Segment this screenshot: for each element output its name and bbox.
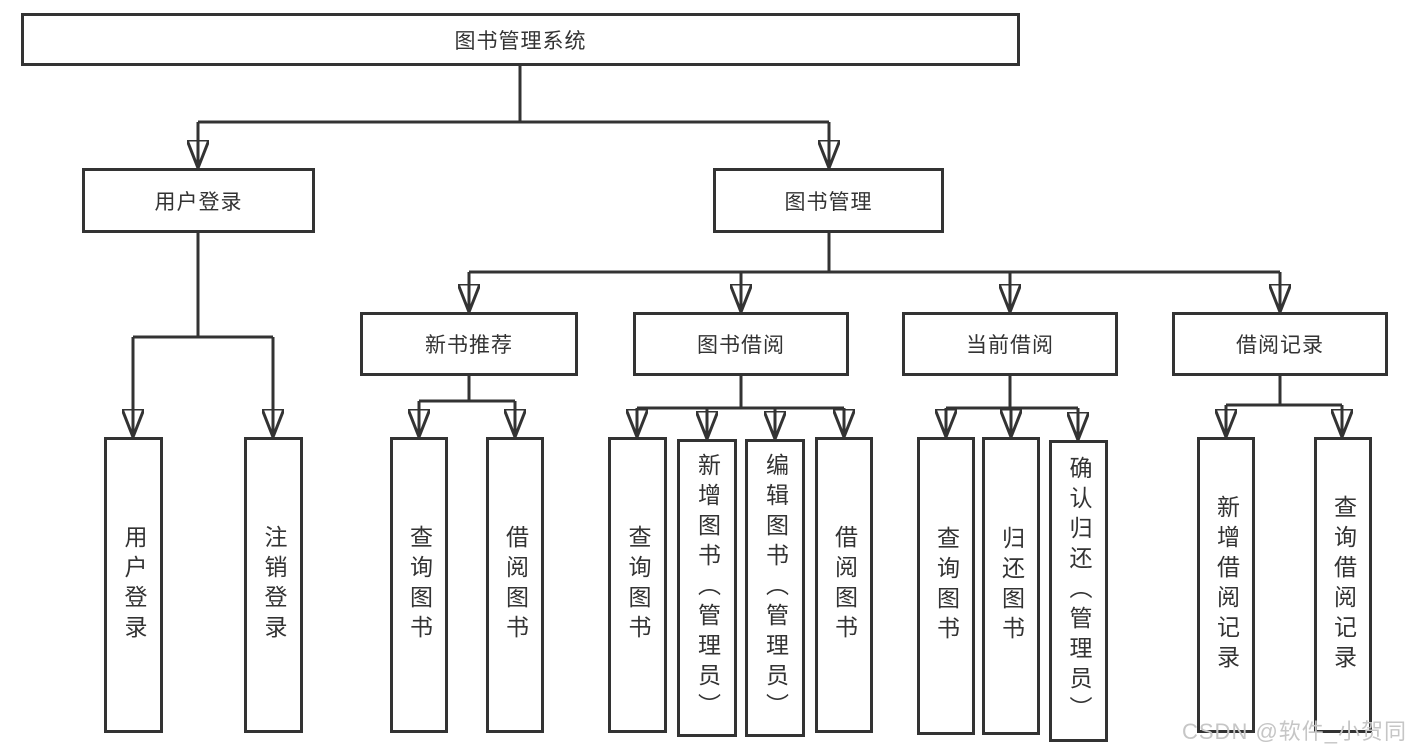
node-book-management: 图书管理 [713,168,944,233]
leaf-return-books: 归还图书 [982,437,1040,735]
leaf-confirm-return-admin: 确认归还（管理员） [1049,440,1108,742]
csdn-watermark: CSDN @软件_小贺同学 [1182,719,1405,744]
connector-book-management [469,233,1280,311]
leaf-edit-book-admin: 编辑图书（管理员） [745,439,805,737]
leaf-query-books-current: 查询图书 [917,437,975,735]
leaf-query-books-recommend: 查询图书 [390,437,448,733]
connector-root [198,66,829,167]
leaf-add-book-admin: 新增图书（管理员） [677,439,737,737]
connector-current-borrowing [946,376,1078,439]
node-book-borrowing: 图书借阅 [633,312,849,376]
leaf-query-books-borrowing: 查询图书 [608,437,667,733]
node-new-book-recommend: 新书推荐 [360,312,578,376]
leaf-borrow-books-recommend: 借阅图书 [486,437,544,733]
connector-new-book-recommend [419,376,515,436]
connector-book-borrowing [637,376,844,438]
connector-borrow-records [1226,376,1342,436]
leaf-borrow-books-borrowing: 借阅图书 [815,437,873,733]
leaf-user-login: 用户登录 [104,437,163,733]
node-borrow-records: 借阅记录 [1172,312,1388,376]
node-user-login-group: 用户登录 [82,168,315,233]
leaf-logout: 注销登录 [244,437,303,733]
node-current-borrowing: 当前借阅 [902,312,1118,376]
leaf-query-borrow-record: 查询借阅记录 [1314,437,1372,733]
connector-user-login [133,233,273,436]
node-library-management-system: 图书管理系统 [21,13,1020,66]
leaf-add-borrow-record: 新增借阅记录 [1197,437,1255,733]
